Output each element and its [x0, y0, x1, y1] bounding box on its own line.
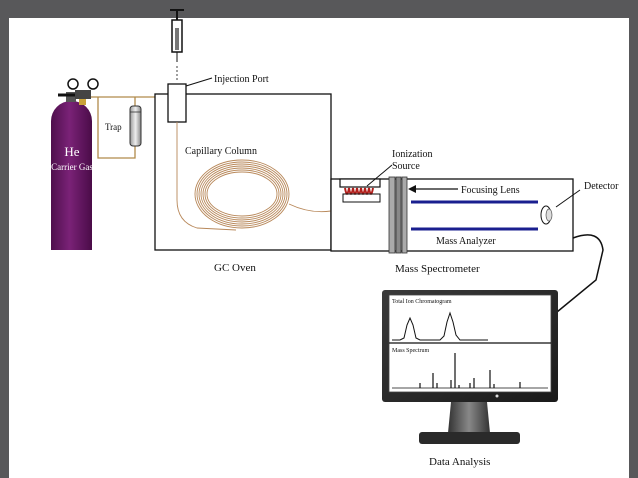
spectrum-peaks: [419, 353, 521, 388]
focusing-lens-label: Focusing Lens: [461, 185, 520, 196]
ionization-source: [339, 178, 381, 203]
mass-analyzer-label: Mass Analyzer: [436, 236, 496, 247]
injection-port-label: Injection Port: [214, 74, 269, 85]
detector-label: Detector: [584, 181, 619, 192]
mass-analyzer-rods: [411, 200, 538, 231]
he-label: He: [64, 144, 79, 159]
trap-label: Trap: [105, 122, 122, 132]
mass-spectrometer-box: [330, 178, 574, 252]
gc-oven-label: GC Oven: [214, 262, 256, 274]
data-monitor: [382, 290, 558, 444]
carrier-gas-label: Carrier Gas: [51, 162, 93, 172]
pressure-regulator: [67, 78, 99, 105]
capillary-column-label: Capillary Column: [185, 146, 257, 157]
syringe: [170, 9, 184, 82]
ionization-pointer: [366, 164, 393, 187]
mass-spectrum-label: Mass Spectrum: [392, 348, 429, 354]
source-label: Source: [392, 161, 420, 172]
detector: [540, 205, 553, 225]
focusing-lens: [388, 176, 408, 254]
chromatogram-label: Total Ion Chromatogram: [392, 299, 452, 305]
mass-spectrometer-label: Mass Spectrometer: [395, 263, 480, 275]
capillary-column: [176, 122, 379, 231]
trap: [129, 105, 142, 147]
injection-port: [167, 83, 187, 123]
signal-cable: [556, 234, 604, 313]
ionization-label: Ionization: [392, 149, 433, 160]
injection-port-pointer: [185, 77, 213, 87]
detector-pointer: [555, 189, 581, 208]
chromatogram-trace: [392, 311, 488, 341]
helium-cylinder: [51, 92, 92, 250]
focusing-lens-arrowhead: [408, 185, 416, 193]
data-analysis-label: Data Analysis: [429, 456, 490, 468]
